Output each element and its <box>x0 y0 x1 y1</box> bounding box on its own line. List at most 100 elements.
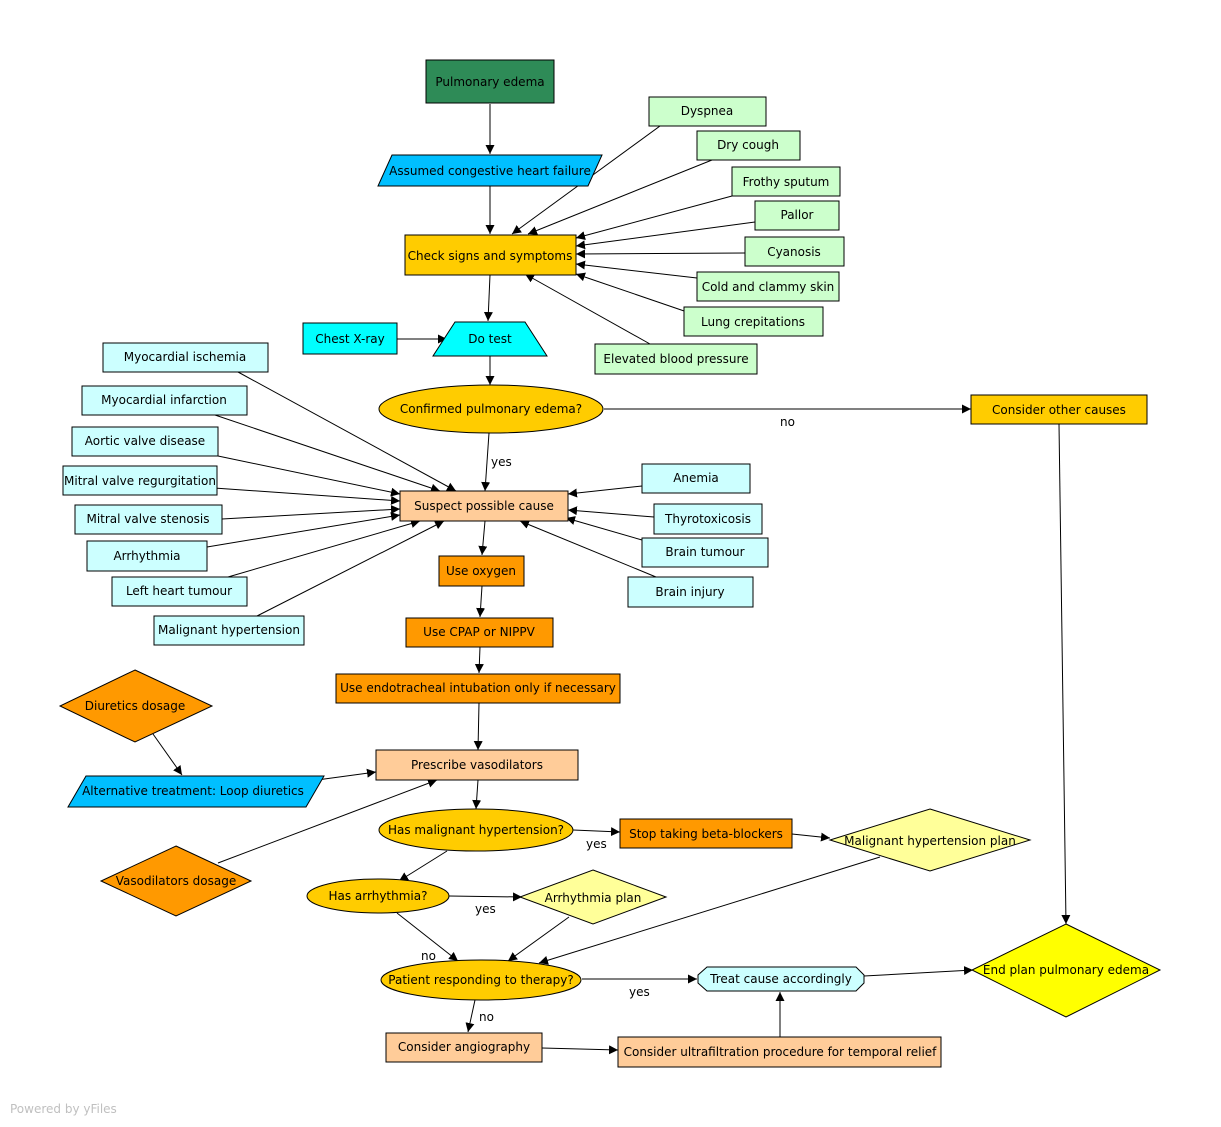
edge-bp-to-check <box>524 273 651 345</box>
node-consider-other[interactable]: Consider other causes <box>970 394 1148 425</box>
edge-intubation-to-prescribe <box>473 702 483 751</box>
edge-hasarrhythmia-to-responding <box>396 912 459 962</box>
node-alt-treatment[interactable]: Alternative treatment: Loop diuretics <box>67 775 325 808</box>
node-confirmed[interactable]: Confirmed pulmonary edema? <box>378 384 604 434</box>
edge-thyro-to-suspect <box>567 506 655 518</box>
node-responding-label: Patient responding to therapy? <box>388 973 573 987</box>
node-pulmonary-edema[interactable]: Pulmonary edema <box>425 59 555 104</box>
node-frothy-sputum[interactable]: Frothy sputum <box>731 166 841 197</box>
node-brain-injury[interactable]: Brain injury <box>627 576 754 608</box>
node-end-plan[interactable]: End plan pulmonary edema <box>970 923 1162 1018</box>
node-cold-clammy[interactable]: Cold and clammy skin <box>696 271 840 302</box>
node-arrhythmia-plan-label: Arrhythmia plan <box>545 891 642 905</box>
node-responding[interactable]: Patient responding to therapy? <box>380 959 582 1001</box>
node-lung-crepitations[interactable]: Lung crepitations <box>683 306 824 337</box>
node-anemia[interactable]: Anemia <box>641 463 751 494</box>
edge-tumour-to-suspect <box>227 519 421 578</box>
edge-hasarrhythmia-to-plan <box>448 892 523 902</box>
edge-ischemia-to-suspect <box>237 371 457 492</box>
edge-other-to-end <box>1058 423 1071 925</box>
edge-frothy-to-check <box>575 195 733 241</box>
node-pulmonary-edema-label: Pulmonary edema <box>435 75 544 89</box>
node-mitral-stenosis-label: Mitral valve stenosis <box>86 512 209 526</box>
node-chest-xray-label: Chest X-ray <box>315 332 384 346</box>
node-confirmed-label: Confirmed pulmonary edema? <box>400 402 582 416</box>
node-vaso-dosage[interactable]: Vasodilators dosage <box>99 845 253 917</box>
label-confirmed-yes: yes <box>491 455 512 469</box>
edge-infarction-to-suspect <box>211 413 441 493</box>
node-assumed-chf-label: Assumed congestive heart failure <box>389 164 591 178</box>
node-arrhythmia-cause[interactable]: Arrhythmia <box>86 540 208 572</box>
node-arrhythmia-plan[interactable]: Arrhythmia plan <box>518 869 668 925</box>
node-mitral-stenosis[interactable]: Mitral valve stenosis <box>74 504 223 535</box>
node-lung-crepitations-label: Lung crepitations <box>701 315 805 329</box>
edge-diuretics-to-alt <box>152 733 183 776</box>
node-myocardial-ischemia[interactable]: Myocardial ischemia <box>102 342 269 373</box>
node-malignant-htn-cause[interactable]: Malignant hypertension <box>153 615 305 646</box>
edge-cold-to-check <box>575 260 698 279</box>
node-thyrotoxicosis[interactable]: Thyrotoxicosis <box>653 503 763 535</box>
node-elevated-bp-label: Elevated blood pressure <box>603 352 748 366</box>
node-suspect-cause[interactable]: Suspect possible cause <box>399 490 569 522</box>
node-do-test-label: Do test <box>468 332 512 346</box>
node-dyspnea[interactable]: Dyspnea <box>648 96 767 127</box>
edge-braininjury-to-suspect <box>519 520 657 578</box>
node-consider-angio[interactable]: Consider angiography <box>385 1032 543 1063</box>
node-thyrotoxicosis-label: Thyrotoxicosis <box>664 512 751 526</box>
node-brain-tumour[interactable]: Brain tumour <box>641 537 769 568</box>
node-consider-ultra[interactable]: Consider ultrafiltration procedure for t… <box>617 1036 942 1068</box>
node-prescribe-vaso-label: Prescribe vasodilators <box>411 758 543 772</box>
node-dry-cough-label: Dry cough <box>717 138 779 152</box>
node-check-signs[interactable]: Check signs and symptoms <box>404 234 577 276</box>
node-prescribe-vaso[interactable]: Prescribe vasodilators <box>375 749 579 781</box>
node-use-oxygen[interactable]: Use oxygen <box>438 555 525 587</box>
node-consider-angio-label: Consider angiography <box>398 1040 530 1054</box>
node-myocardial-ischemia-label: Myocardial ischemia <box>124 350 246 364</box>
node-consider-other-label: Consider other causes <box>992 403 1126 417</box>
node-brain-injury-label: Brain injury <box>655 585 724 599</box>
node-cyanosis-label: Cyanosis <box>767 245 821 259</box>
node-chest-xray[interactable]: Chest X-ray <box>302 322 398 355</box>
node-malignant-htn-cause-label: Malignant hypertension <box>158 623 300 637</box>
node-end-plan-label: End plan pulmonary edema <box>983 963 1149 977</box>
edge-stop-to-plan <box>791 832 831 842</box>
node-diuretics-dosage[interactable]: Diuretics dosage <box>58 669 214 743</box>
node-treat-cause[interactable]: Treat cause accordingly <box>697 966 865 992</box>
node-mitral-regurg[interactable]: Mitral valve regurgitation <box>62 465 218 496</box>
edge-anemia-to-suspect <box>567 485 643 498</box>
node-myocardial-infarction[interactable]: Myocardial infarction <box>81 385 248 416</box>
node-use-intubation[interactable]: Use endotracheal intubation only if nece… <box>335 673 621 704</box>
node-dry-cough[interactable]: Dry cough <box>696 130 801 161</box>
label-confirmed-no: no <box>780 415 795 429</box>
edge-oxygen-to-cpap <box>476 585 486 618</box>
node-use-cpap-label: Use CPAP or NIPPV <box>423 625 535 639</box>
node-malignant-plan[interactable]: Malignant hypertension plan <box>828 808 1032 872</box>
node-cyanosis[interactable]: Cyanosis <box>744 236 845 267</box>
edge-hasmalignant-to-stop <box>572 827 621 837</box>
node-pallor[interactable]: Pallor <box>754 200 840 231</box>
nodes: Pulmonary edema Assumed congestive heart… <box>58 59 1162 1068</box>
label-arrhythmia-yes: yes <box>475 902 496 916</box>
node-left-heart-tumour-label: Left heart tumour <box>126 584 232 598</box>
edge-angio-to-ultra <box>541 1045 619 1055</box>
node-assumed-chf[interactable]: Assumed congestive heart failure <box>377 154 603 187</box>
node-suspect-cause-label: Suspect possible cause <box>414 499 554 513</box>
edge-hasmalignant-to-hasarrhythmia <box>398 850 448 882</box>
node-elevated-bp[interactable]: Elevated blood pressure <box>594 343 758 375</box>
node-malignant-plan-label: Malignant hypertension plan <box>844 834 1016 848</box>
node-use-oxygen-label: Use oxygen <box>446 564 516 578</box>
node-aortic-valve[interactable]: Aortic valve disease <box>71 426 219 457</box>
label-responding-yes: yes <box>629 985 650 999</box>
edge-labels: no yes yes yes no yes no <box>421 415 795 1024</box>
node-stop-beta-label: Stop taking beta-blockers <box>629 827 783 841</box>
edge-vaso-to-prescribe <box>217 778 438 864</box>
node-do-test[interactable]: Do test <box>432 321 548 357</box>
node-stop-beta[interactable]: Stop taking beta-blockers <box>619 818 793 849</box>
node-left-heart-tumour[interactable]: Left heart tumour <box>111 576 248 607</box>
edge-malplan-to-responding <box>538 856 881 965</box>
node-has-arrhythmia[interactable]: Has arrhythmia? <box>306 878 450 914</box>
node-use-cpap[interactable]: Use CPAP or NIPPV <box>405 617 554 648</box>
node-consider-ultra-label: Consider ultrafiltration procedure for t… <box>624 1045 938 1059</box>
label-malignant-yes: yes <box>586 837 607 851</box>
node-has-malignant[interactable]: Has malignant hypertension? <box>378 808 574 852</box>
